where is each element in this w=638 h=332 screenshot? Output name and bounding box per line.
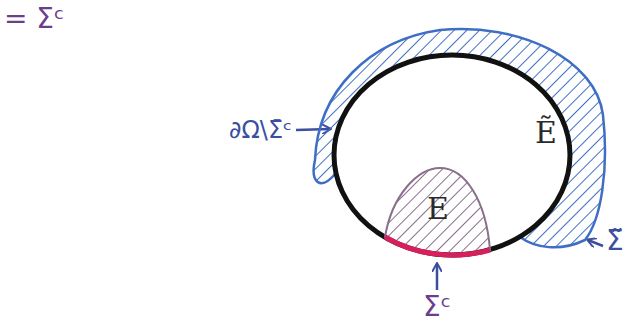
definition-label: = Σ̄ᶜ [4,4,64,35]
region-name: Ẽ [535,116,557,149]
leader-arrow [588,240,603,246]
region-name: E [427,192,449,225]
leader-arrow [436,264,439,290]
boundary-label: Σ̄ᶜ [423,292,451,323]
boundary-label: Σ̃ [606,226,624,257]
hatched-inner-region: E [378,160,498,260]
boundary-label: ∂Ω\Σ̄ᶜ [229,117,292,143]
